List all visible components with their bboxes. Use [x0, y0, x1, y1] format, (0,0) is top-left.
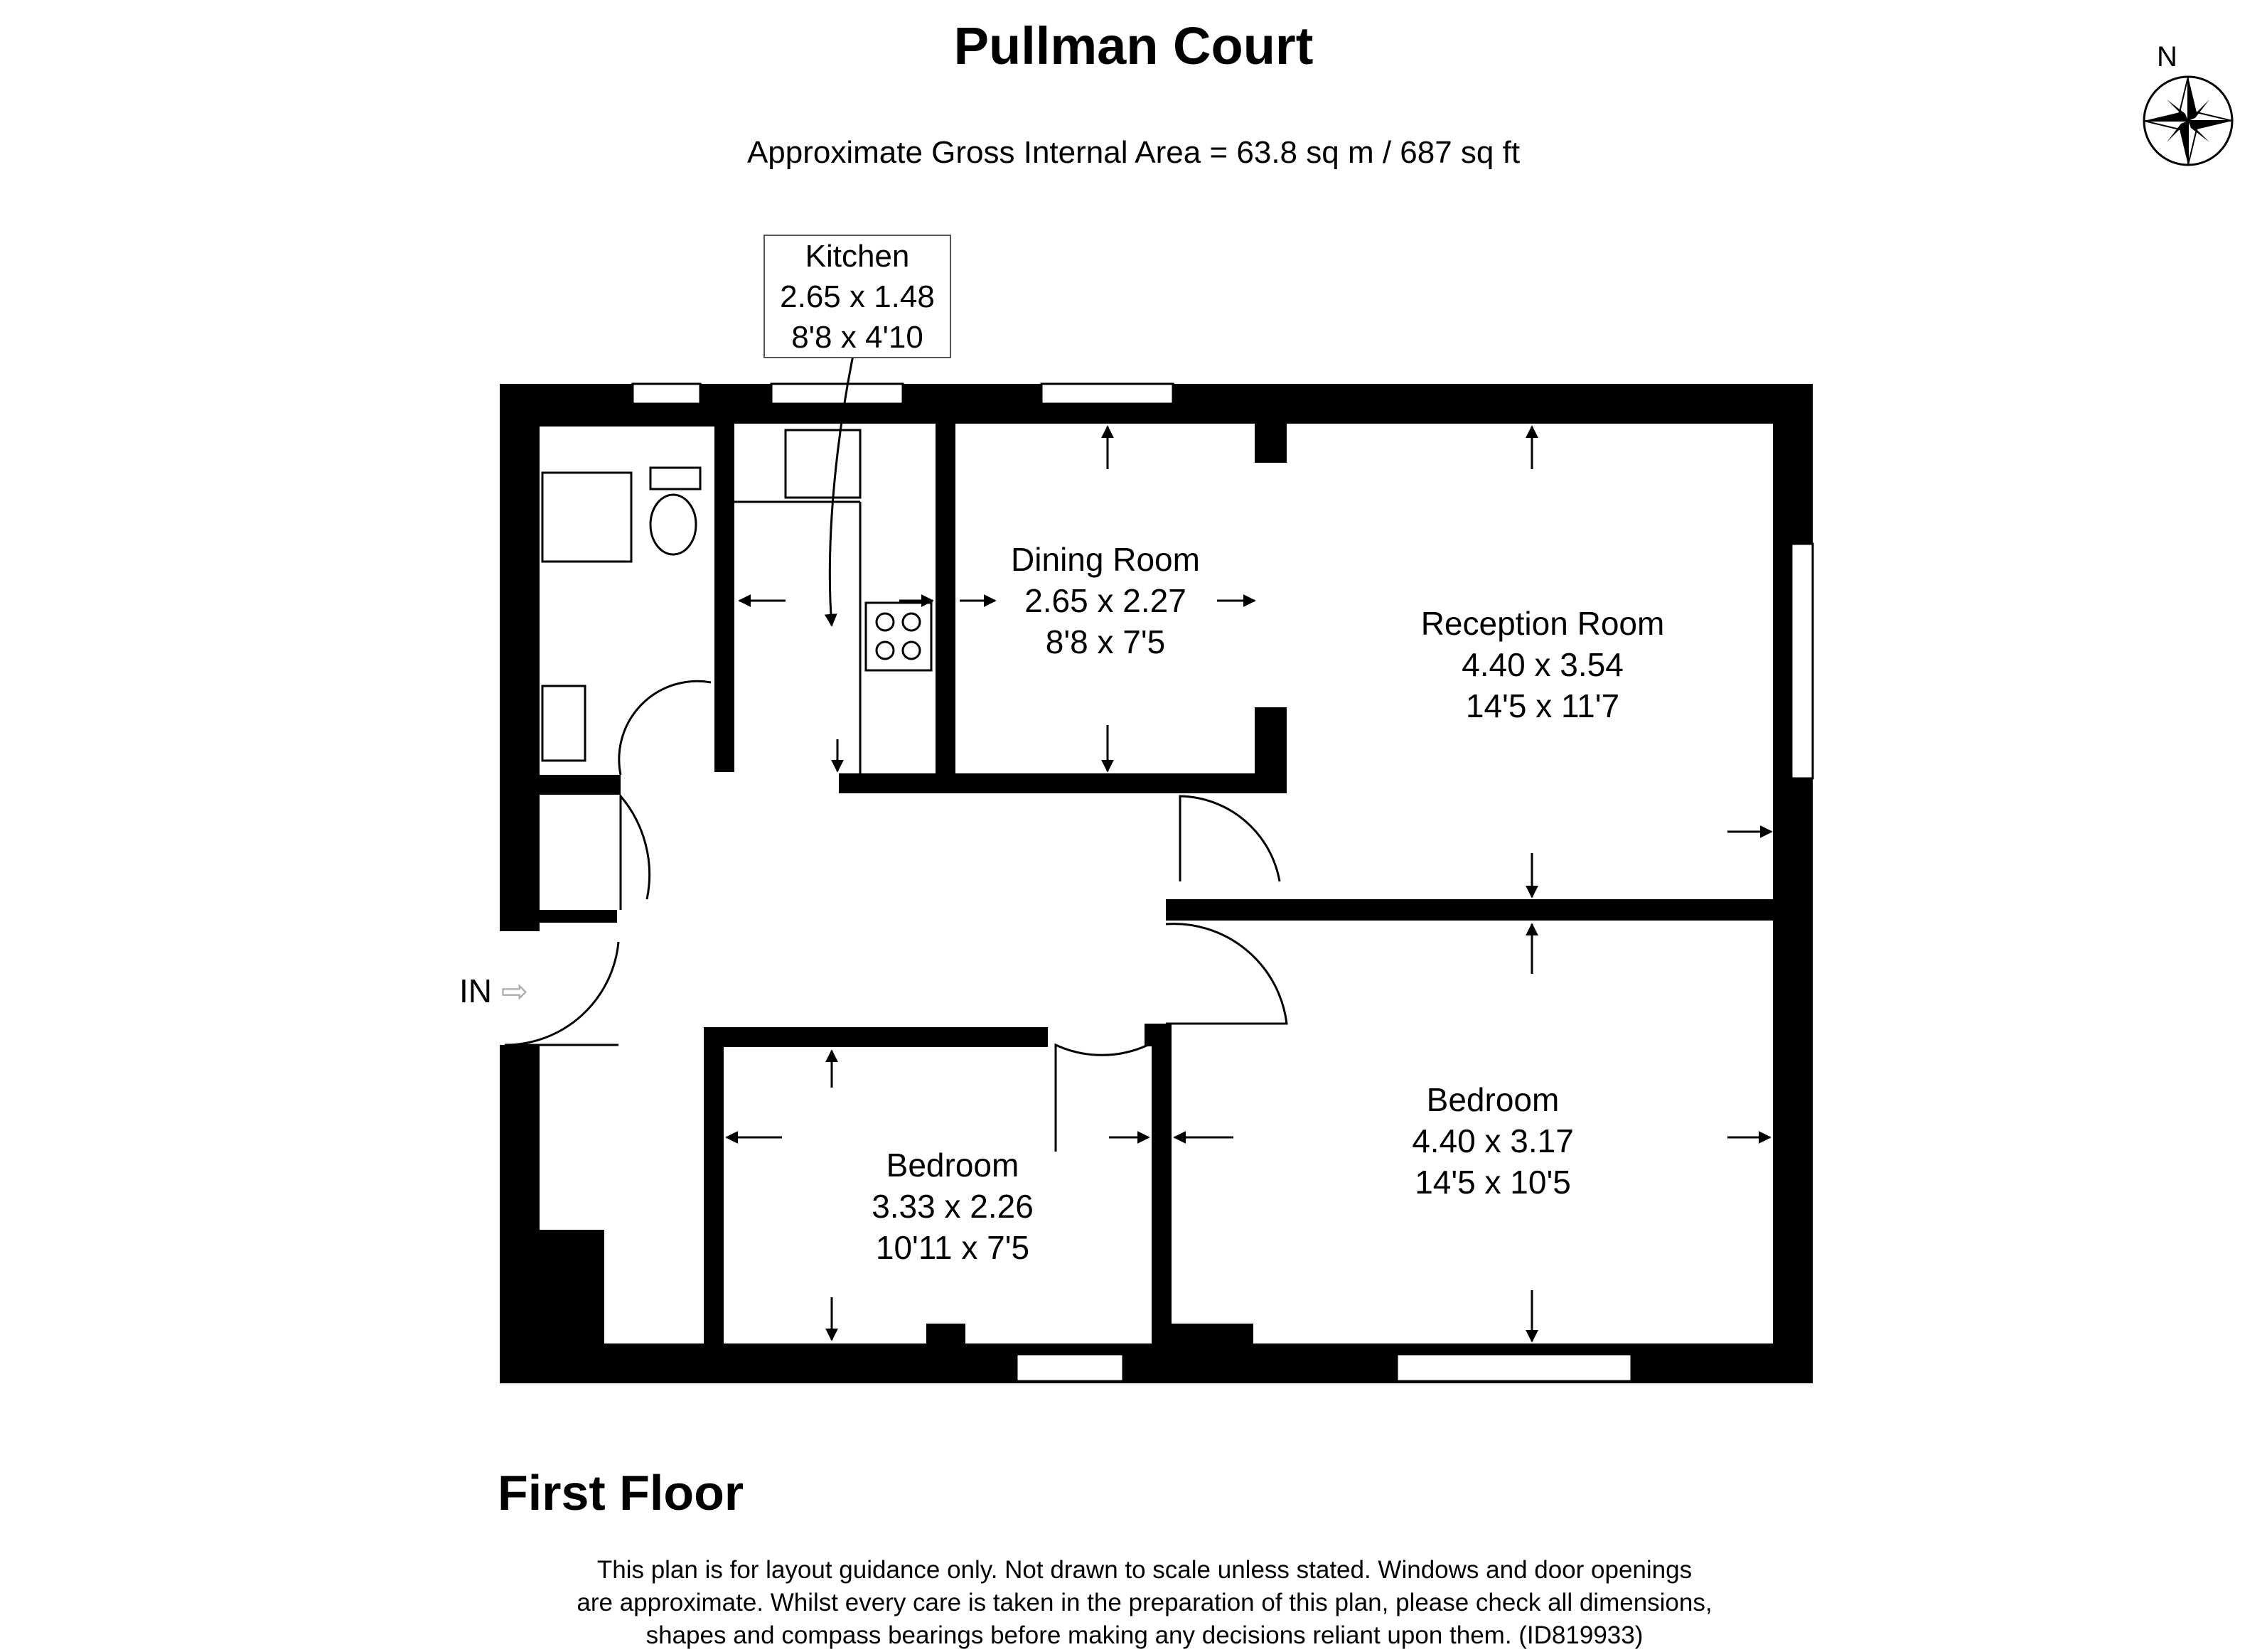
- compass-north-label: N: [2157, 41, 2177, 73]
- room-label-bedroom-small: Bedroom 3.33 x 2.26 10'11 x 7'5: [810, 1144, 1095, 1268]
- gross-area: Approximate Gross Internal Area = 63.8 s…: [746, 135, 1521, 170]
- fixtures: [504, 429, 1288, 1152]
- room-imperial: 8'8 x 7'5: [1045, 623, 1166, 660]
- room-label-bedroom-large: Bedroom 4.40 x 3.17 14'5 x 10'5: [1351, 1079, 1635, 1203]
- room-name: Dining Room: [1011, 541, 1200, 578]
- disclaimer-line: are approximate. Whilst every care is ta…: [577, 1589, 1713, 1616]
- room-imperial: 10'11 x 7'5: [875, 1229, 1030, 1266]
- room-label-reception: Reception Room 4.40 x 3.54 14'5 x 11'7: [1365, 603, 1720, 726]
- arrow-right-icon: ⇨: [500, 972, 529, 1009]
- room-imperial: 8'8 x 4'10: [791, 320, 923, 355]
- windows: [631, 382, 1814, 1383]
- room-imperial: 14'5 x 11'7: [1465, 687, 1620, 724]
- room-label-kitchen: Kitchen 2.65 x 1.48 8'8 x 4'10: [763, 235, 951, 358]
- walls: [500, 384, 1813, 1383]
- room-name: Bedroom: [886, 1147, 1019, 1184]
- entrance-label: IN ⇨: [459, 972, 528, 1010]
- disclaimer: This plan is for layout guidance only. N…: [427, 1554, 1863, 1652]
- room-imperial: 14'5 x 10'5: [1415, 1164, 1571, 1201]
- plan-title: Pullman Court: [953, 16, 1314, 75]
- room-metric: 2.65 x 1.48: [780, 279, 935, 314]
- disclaimer-line: This plan is for layout guidance only. N…: [596, 1556, 1693, 1584]
- room-metric: 4.40 x 3.54: [1462, 646, 1624, 683]
- entrance-text: IN: [459, 972, 492, 1009]
- room-metric: 2.65 x 2.27: [1024, 582, 1186, 619]
- disclaimer-line: shapes and compass bearings before makin…: [645, 1621, 1644, 1649]
- room-metric: 3.33 x 2.26: [872, 1188, 1034, 1225]
- room-label-dining: Dining Room 2.65 x 2.27 8'8 x 7'5: [981, 539, 1230, 663]
- floor-label: First Floor: [498, 1465, 744, 1520]
- room-name: Kitchen: [805, 239, 910, 274]
- dimension-arrows: [725, 425, 1773, 1343]
- room-name: Bedroom: [1426, 1081, 1560, 1118]
- room-name: Reception Room: [1420, 605, 1665, 642]
- room-metric: 4.40 x 3.17: [1412, 1122, 1574, 1159]
